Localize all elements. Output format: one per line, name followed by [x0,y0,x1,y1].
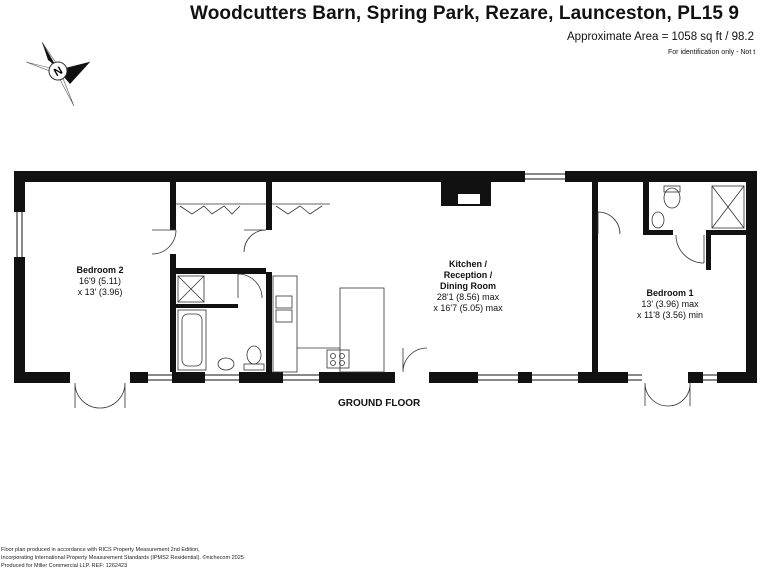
kitchen-units [272,275,385,373]
room-dimension: 16'9 (5.11) [78,276,122,286]
room-name: Bedroom 2 [76,265,124,275]
bathroom-fixtures [177,185,745,371]
room-name: Dining Room [440,281,496,291]
room-dimension: 28'1 (8.56) max [436,292,500,302]
room-dimension: 13' (3.96) max [641,299,699,309]
room-dimension: x 11'8 (3.56) min [636,310,704,320]
room-kitchen-reception-dining: Kitchen / Reception / Dining Room 28'1 (… [408,259,528,314]
door-swings [74,203,705,409]
room-name: Bedroom 1 [646,288,694,298]
room-bedroom-1: Bedroom 1 13' (3.96) max x 11'8 (3.56) m… [620,288,720,321]
approximate-area: Approximate Area = 1058 sq ft / 98.2 [567,31,754,43]
footer-line: Incorporating International Property Mea… [1,555,244,561]
footer-line: Floor plan produced in accordance with R… [1,547,200,553]
outer-walls [14,171,757,383]
identification-note: For identification only - Not t [668,49,756,56]
compass-north-icon: N [25,41,91,107]
floor-label: GROUND FLOOR [338,398,421,409]
room-bedroom-2: Bedroom 2 16'9 (5.11) x 13' (3.96) [60,265,140,298]
room-dimension: x 16'7 (5.05) max [433,303,503,313]
footer-line: Produced for Miller Commercial LLP. REF:… [1,563,128,569]
footer-note: Floor plan produced in accordance with R… [1,546,244,570]
room-name: Reception / [443,270,493,280]
room-name: Kitchen / [448,259,487,269]
room-dimension: x 13' (3.96) [77,287,123,297]
internal-walls [170,182,746,382]
property-title: Woodcutters Barn, Spring Park, Rezare, L… [190,3,740,24]
